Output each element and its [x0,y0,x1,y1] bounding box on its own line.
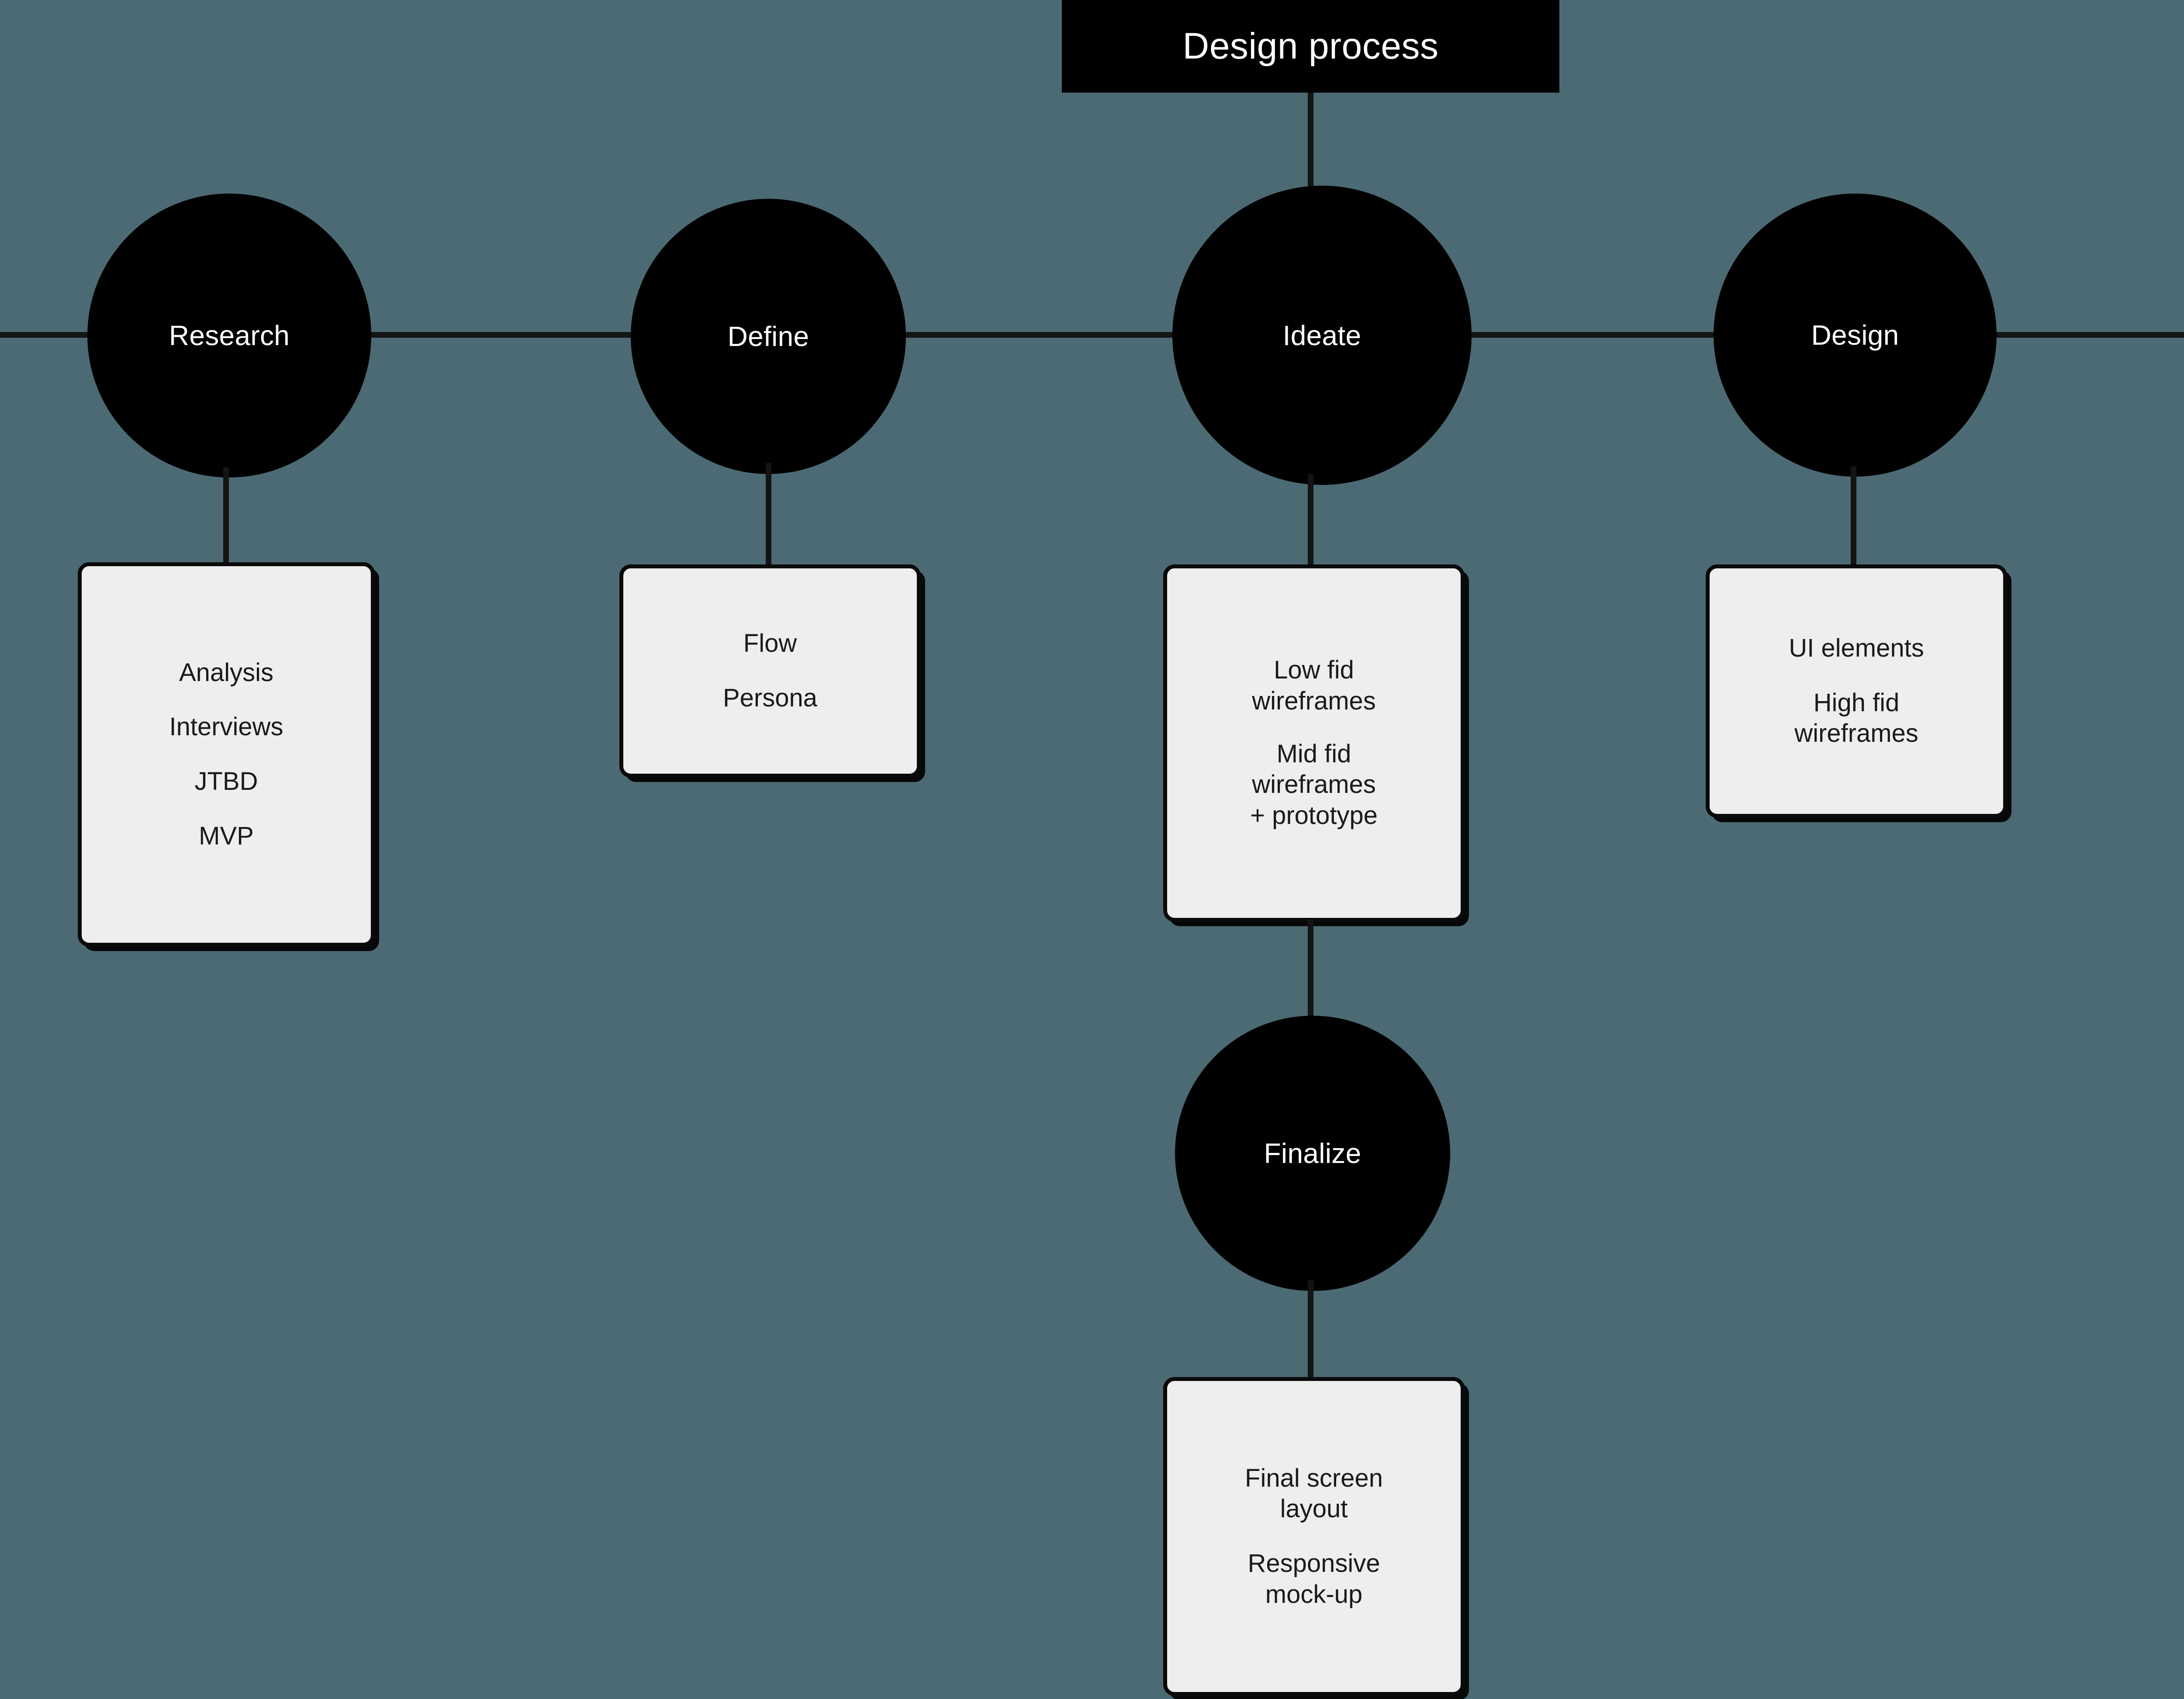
stage-circle-research[interactable]: Research [87,194,371,478]
stage-label-define: Define [727,321,809,352]
stage-circle-ideate[interactable]: Ideate [1172,186,1472,485]
connector-title-to-ideate [1308,93,1313,202]
stage-card-define[interactable]: Flow Persona [619,564,921,778]
card-item: Responsive mock-up [1248,1549,1380,1609]
stage-card-research[interactable]: Analysis Interviews JTBD MVP [78,562,375,947]
stage-label-finalize: Finalize [1264,1138,1362,1169]
card-item: JTBD [194,767,258,796]
stage-circle-design[interactable]: Design [1714,194,1997,477]
connector-ideate [1308,474,1313,566]
stage-card-ideate[interactable]: Low fid wireframes Mid fid wireframes + … [1163,564,1465,922]
card-item: Interviews [169,713,283,741]
card-item: MVP [199,821,254,850]
connector-research [223,467,229,564]
stage-card-finalize[interactable]: Final screen layout Responsive mock-up [1163,1377,1465,1696]
connector-ideate-card-to-finalize [1308,920,1313,1024]
card-item: Final screen layout [1245,1464,1383,1523]
diagram-title: Design process [1182,25,1439,66]
connector-design [1851,467,1856,565]
connector-finalize [1308,1280,1313,1378]
stage-card-design[interactable]: UI elements High fid wireframes [1706,564,2007,818]
stage-circle-define[interactable]: Define [631,199,906,474]
stage-label-design: Design [1811,319,1899,351]
stage-label-research: Research [169,320,290,351]
card-item: Flow [743,629,797,658]
card-item: High fid wireframes [1794,688,1918,748]
card-item: Low fid wireframes [1252,656,1376,715]
stage-circle-finalize[interactable]: Finalize [1175,1016,1450,1291]
card-item: Persona [722,684,818,712]
card-item: UI elements [1789,633,1924,662]
card-item: Mid fid wireframes + prototype [1250,739,1378,830]
timeline-horizontal-line [0,332,2184,338]
connector-define [766,463,771,566]
diagram-title-box: Design process [1062,0,1559,93]
stage-label-ideate: Ideate [1282,319,1362,351]
card-item: Analysis [179,658,273,687]
